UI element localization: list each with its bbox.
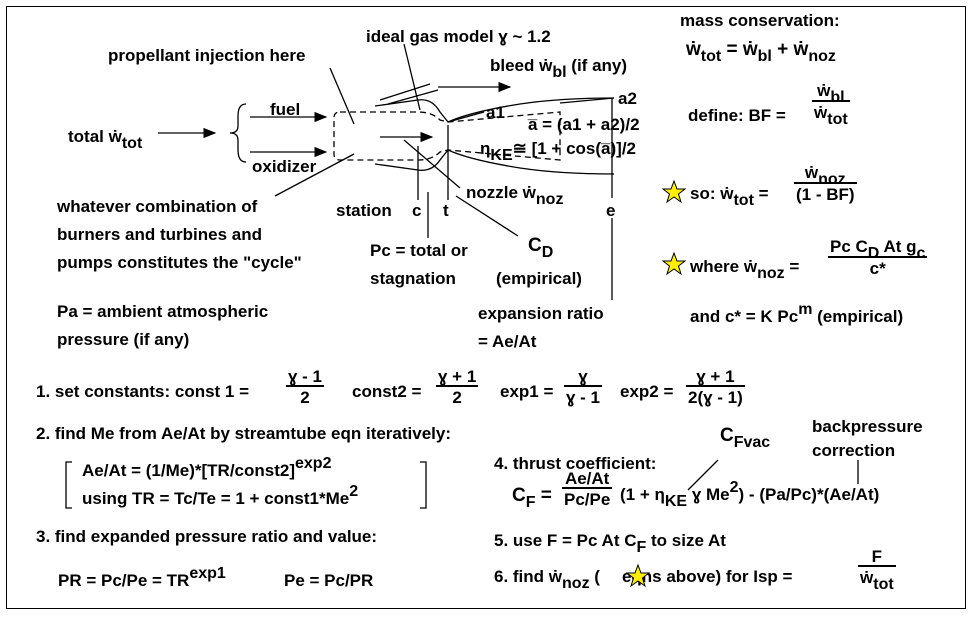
pe-eq: Pe = Pc/PR bbox=[284, 571, 374, 590]
a2-label: a2 bbox=[618, 89, 637, 108]
star-icon bbox=[662, 180, 686, 204]
total-flow-label: total ẇtot bbox=[68, 127, 143, 152]
star-icon bbox=[626, 564, 650, 588]
exp2-label: exp2 = bbox=[620, 382, 674, 401]
backpressure-label-2: correction bbox=[812, 441, 896, 460]
station-label: station bbox=[336, 201, 392, 220]
a1-label: a1 bbox=[486, 103, 505, 122]
so-label: so: ẇtot = bbox=[690, 184, 769, 209]
station-c-label: c bbox=[412, 201, 422, 220]
exp1-label: exp1 = bbox=[500, 382, 554, 401]
bf-define-label: define: BF = bbox=[688, 106, 786, 125]
step2-label: 2. find Me from Ae/At by streamtube eqn … bbox=[36, 424, 452, 443]
nozzle-wall-bottom bbox=[374, 149, 615, 175]
abar-formula: a̅ = (a1 + a2)/2 bbox=[528, 115, 640, 134]
step2-eq1: Ae/At = (1/Me)*[TR/const2]exp2 bbox=[82, 455, 332, 480]
bracket-left bbox=[65, 461, 72, 509]
mass-conservation-title: mass conservation: bbox=[680, 11, 840, 30]
pc-note-1: Pc = total or bbox=[370, 241, 468, 260]
cd-note: (empirical) bbox=[496, 269, 582, 288]
expansion-ratio-2: = Ae/At bbox=[478, 332, 537, 351]
pc-note-2: stagnation bbox=[370, 269, 456, 288]
station-t-label: t bbox=[443, 201, 449, 220]
expansion-ratio-1: expansion ratio bbox=[478, 304, 604, 323]
step6-label: 6. find ẇnoz (eqns above) for Isp = bbox=[494, 567, 793, 592]
step1-label: 1. set constants: const 1 = bbox=[36, 382, 250, 401]
eta-ke-formula: ηKE≅ [1 + cos(a̅)]/2 bbox=[480, 139, 636, 164]
cd-label: CD bbox=[528, 235, 554, 261]
step3-label: 3. find expanded pressure ratio and valu… bbox=[36, 527, 378, 546]
star-icon bbox=[662, 252, 686, 276]
cycle-note-2: burners and turbines and bbox=[57, 225, 262, 244]
ideal-gas-label: ideal gas model ɣ ~ 1.2 bbox=[366, 27, 551, 46]
cstar-formula: and c* = K Pcm (empirical) bbox=[690, 301, 904, 326]
fuel-label: fuel bbox=[270, 100, 301, 119]
backpressure-label-1: backpressure bbox=[812, 417, 923, 436]
pa-note-1: Pa = ambient atmospheric bbox=[57, 302, 269, 321]
so-fraction: ẇnoz(1 - BF) bbox=[794, 163, 857, 204]
step4-label: 4. thrust coefficient: bbox=[494, 454, 657, 473]
const2-label: const2 = bbox=[352, 382, 422, 401]
diagram-border bbox=[6, 6, 966, 609]
cf-formula-rest: (1 + ηKE ɣ Me2) - (Pa/Pc)*(Ae/At) bbox=[620, 479, 880, 510]
cycle-note-3: pumps constitutes the "cycle" bbox=[57, 253, 302, 272]
nozzle-wall-top bbox=[374, 97, 615, 123]
bracket-right bbox=[420, 461, 427, 509]
where-label: where ẇnoz = bbox=[690, 257, 800, 282]
bleed-label: bleed ẇbl (if any) bbox=[490, 56, 628, 81]
nozzle-flow-label: nozzle ẇnoz bbox=[466, 183, 564, 208]
step2-eq2: using TR = Tc/Te = 1 + const1*Me2 bbox=[82, 483, 359, 508]
oxidizer-label: oxidizer bbox=[252, 157, 317, 176]
station-e-label: e bbox=[606, 201, 616, 220]
cfvac-label: CFvac bbox=[720, 425, 771, 451]
split-brace bbox=[229, 103, 247, 163]
mass-conservation-eq: ẇtot = ẇbl + ẇnoz bbox=[686, 39, 836, 65]
cycle-note-1: whatever combination of bbox=[57, 197, 258, 216]
pressure-ratio-eq: PR = Pc/Pe = TRexp1 bbox=[58, 565, 226, 590]
step5-label: 5. use F = Pc At CF to size At bbox=[494, 531, 726, 556]
cf-symbol: CF = bbox=[512, 485, 552, 511]
pa-note-2: pressure (if any) bbox=[57, 330, 190, 349]
combustion-chamber bbox=[333, 111, 561, 161]
propellant-injection-label: propellant injection here bbox=[108, 46, 306, 65]
